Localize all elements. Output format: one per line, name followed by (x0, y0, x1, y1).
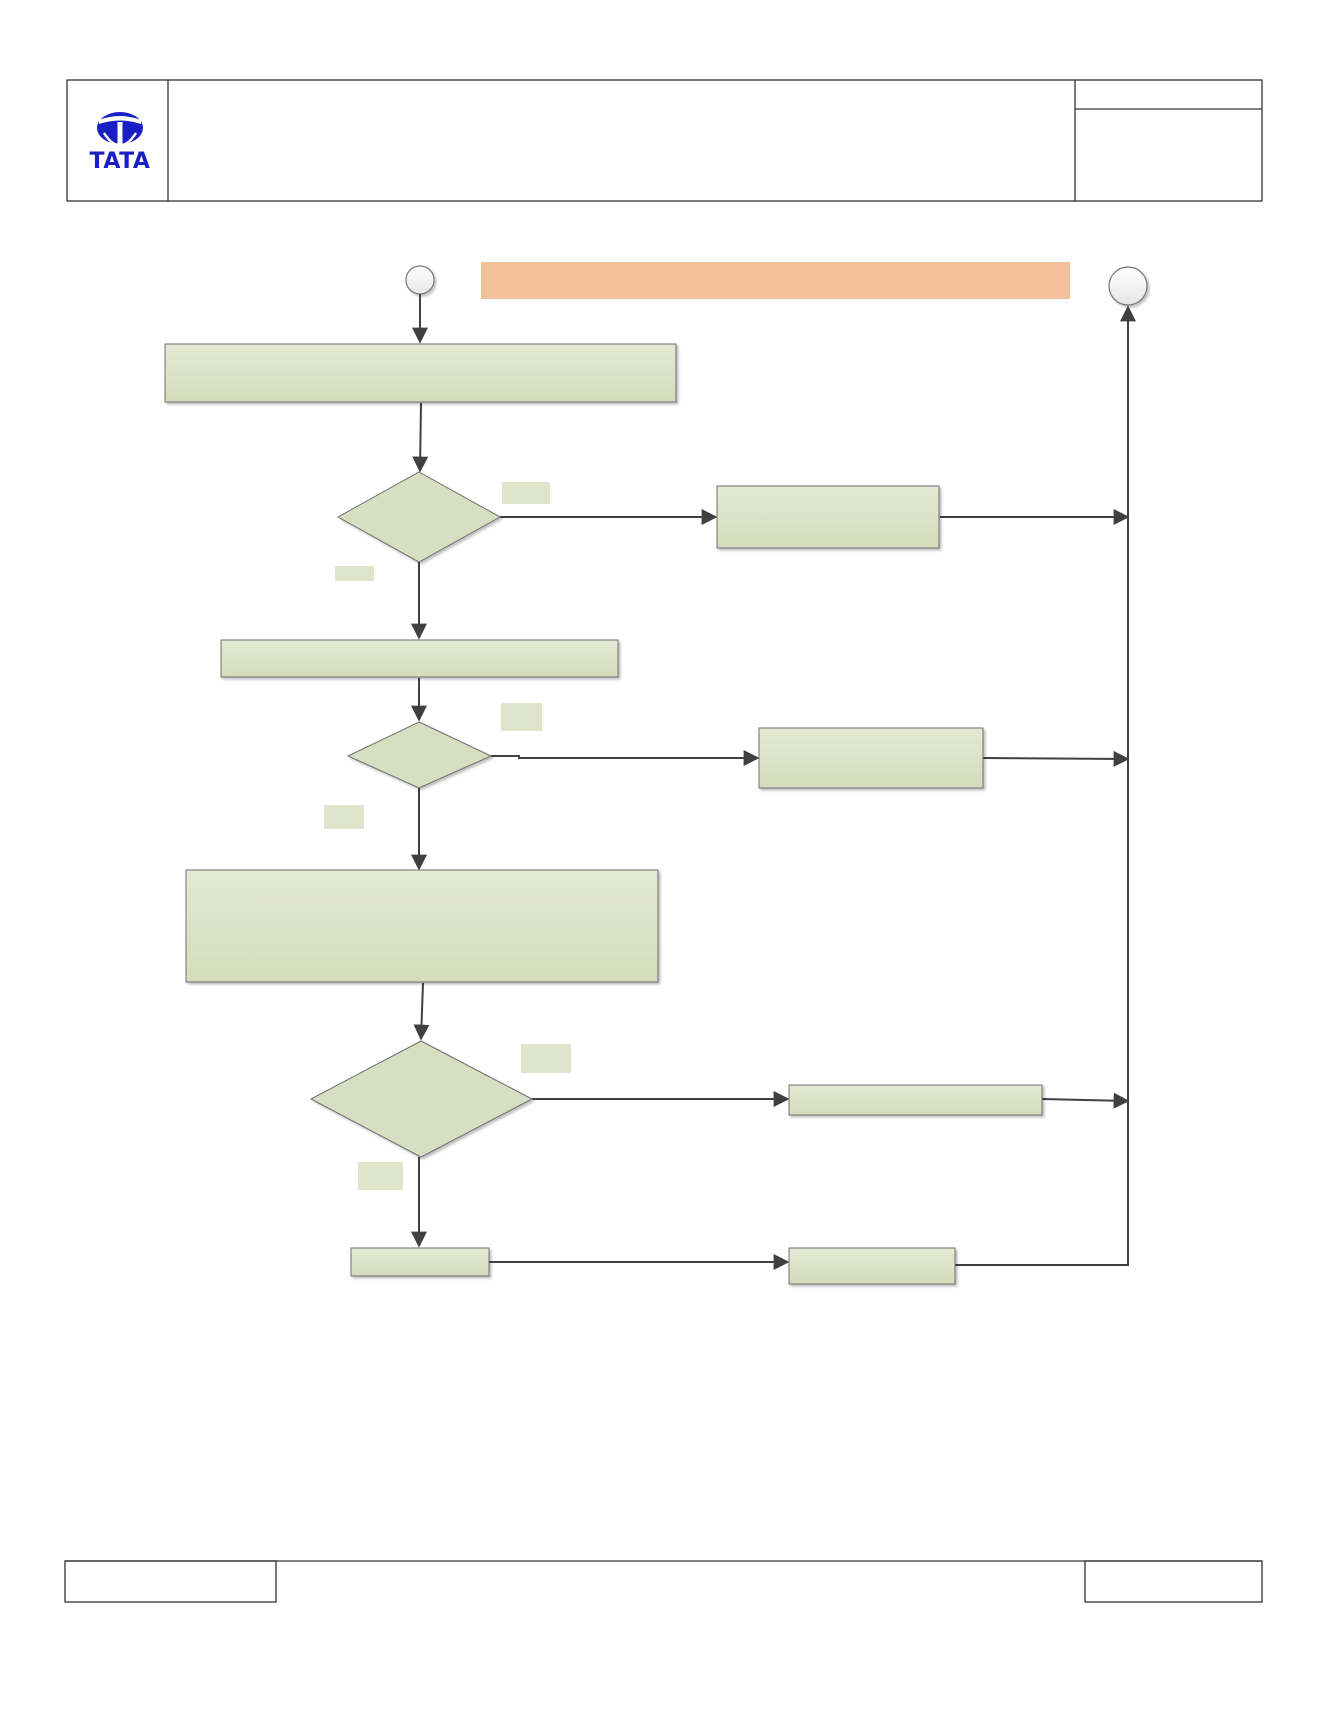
process-box-2 (220, 639, 619, 678)
flow-line-d2-yes (491, 750, 760, 766)
footer-left-cell (64, 1560, 277, 1603)
flow-line-box1-to-d1 (412, 402, 429, 473)
header-block (66, 79, 1263, 202)
flow-line-box-r4-to-end (955, 305, 1136, 1266)
end-connector (1108, 266, 1148, 306)
yes-tag-3 (521, 1044, 571, 1073)
no-tag-3 (358, 1162, 403, 1190)
flow-line-box3-to-d3 (413, 982, 430, 1041)
no-tag-1 (335, 566, 374, 581)
decision-3 (309, 1040, 534, 1158)
decision-1 (336, 471, 502, 563)
yes-tag-1 (502, 482, 550, 504)
flow-line-box-r2-to-bus (982, 750, 1130, 767)
yes-tag-2 (501, 703, 542, 731)
process-box-3 (185, 869, 659, 983)
flowchart (164, 262, 1148, 1285)
tata-wordmark: TATA (90, 149, 151, 174)
process-box-right-1 (716, 485, 940, 549)
branch-labels (324, 482, 571, 1190)
footer-right-cell (1084, 1560, 1263, 1603)
process-box-1 (164, 343, 677, 403)
process-box-right-3 (788, 1084, 1043, 1116)
start-connector (405, 265, 435, 295)
process-box-4 (350, 1247, 490, 1277)
flow-line-box-r3-to-bus (1041, 1092, 1130, 1109)
footer-block (64, 1560, 1263, 1603)
process-box-right-2 (758, 727, 984, 789)
flowchart-banner (481, 262, 1070, 299)
no-tag-2 (324, 805, 364, 829)
process-box-right-4 (788, 1247, 956, 1285)
decision-2 (346, 721, 493, 789)
flow-lines (411, 294, 1136, 1270)
tata-emblem-icon (97, 112, 143, 147)
tata-logo: TATA (90, 112, 151, 174)
